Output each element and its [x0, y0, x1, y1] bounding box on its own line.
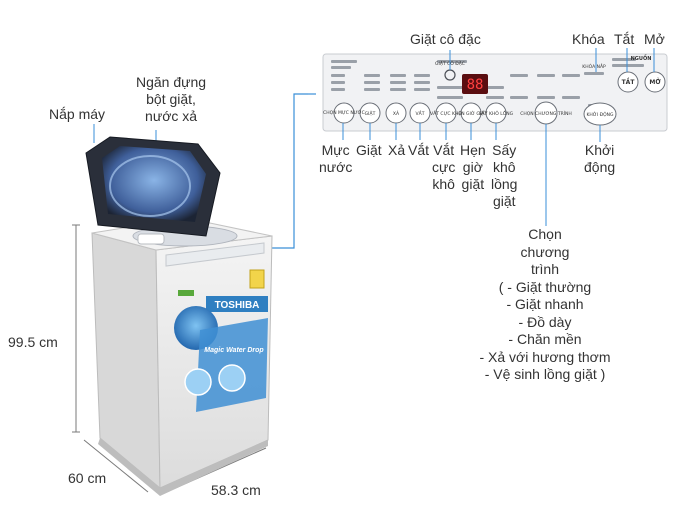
led-display [462, 74, 488, 94]
panel-connector [256, 93, 316, 249]
panel-text-off: TẮT [622, 78, 636, 86]
program-item: ( - Giặt thường [498, 278, 592, 295]
label-rinse: Xả [388, 142, 406, 158]
led-display-digits: 88 [467, 77, 484, 93]
label-dry-line4: giặt [492, 193, 516, 209]
label-extra-spin: Vắt cực khô [432, 142, 455, 193]
label-program-line3: trình [530, 261, 559, 277]
power-off-button[interactable] [617, 71, 639, 93]
panel-text-lock: KHÓA NẮP [582, 62, 606, 70]
water-level-button[interactable] [333, 102, 355, 124]
panel-text-rinse: XẢ [393, 109, 400, 117]
program-item: - Chăn mền [508, 331, 582, 347]
panel-text-spin: VẮT [416, 109, 425, 117]
panel-text-water: CHỌN MỰC NƯỚC [323, 109, 365, 116]
label-detergent-line3: nước xả [145, 108, 198, 124]
label-dry-line1: Sấy [492, 142, 517, 158]
program-item: - Vệ sinh lồng giặt ) [484, 366, 606, 382]
label-extra-line1: Vắt [433, 142, 455, 158]
magic-water-drop-badge: Magic Water Drop [204, 347, 264, 354]
brand-name: TOSHIBA [215, 300, 260, 311]
label-water-level: Mực nước [319, 142, 352, 176]
panel-text-wash: GIẶT [365, 110, 376, 117]
dimension-height: 99.5 cm [8, 334, 58, 350]
panel-text-power: NGUỒN [631, 53, 652, 62]
dimension-width: 58.3 cm [211, 482, 261, 498]
brand-plate [206, 296, 268, 312]
label-extra-line2: cực [432, 159, 456, 175]
label-timer-line2: giờ [462, 159, 483, 175]
label-timer: Hẹn giờ giặt [460, 142, 486, 193]
panel-text-extra: VẮT CỰC KHÔ [430, 109, 462, 117]
label-start-line1: Khởi [584, 142, 615, 158]
control-panel: 88 CHỌN MỰC NƯỚC GIẶT XẢ VẮT VẮT CỰC KHÔ… [322, 53, 668, 132]
label-program-line2: chương [520, 243, 570, 260]
dimension-depth: 60 cm [68, 470, 107, 486]
energy-label [178, 290, 194, 296]
washing-machine: TOSHIBA Magic Water Drop [85, 136, 273, 496]
label-detergent-line1: Ngăn đựng [136, 74, 207, 90]
label-lid: Nắp máy [49, 106, 106, 122]
label-timer-line1: Hẹn [460, 142, 486, 158]
panel-text-on: MỞ [649, 78, 661, 86]
label-water-line1: Mực [321, 142, 350, 158]
label-dry-line2: khô [492, 159, 516, 175]
power-on-button[interactable] [644, 71, 666, 93]
label-power-on: Mở [644, 31, 665, 47]
panel-text-timer: HẸN GIỜ GIẶT [455, 110, 487, 117]
program-item: - Đồ dày [518, 313, 572, 330]
label-detergent-line2: bột giặt, [146, 91, 196, 107]
label-wash: Giặt [356, 142, 382, 158]
label-concentrated-wash: Giặt cô đặc [410, 31, 481, 47]
label-spin: Vắt [408, 142, 430, 158]
label-extra-line3: khô [432, 176, 455, 192]
label-program-line1: Chọn [528, 226, 562, 242]
label-program-select: Chọn chương trình ( - Giặt thường - Giặt… [460, 226, 630, 384]
label-dry-line3: lồng [491, 176, 518, 192]
panel-text-start: KHỞI ĐỘNG [586, 110, 614, 118]
energy-star-tag [249, 269, 265, 289]
label-start-line2: động [584, 159, 616, 175]
program-item: - Xả với hương thơm [479, 348, 611, 365]
label-tub-dry: Sấy khô lồng giặt [491, 142, 517, 210]
label-lock: Khóa [572, 31, 605, 47]
label-start: Khởi động [584, 142, 615, 176]
program-item: - Giặt nhanh [506, 296, 584, 312]
label-power-off: Tắt [614, 31, 635, 47]
detergent-drawer [137, 233, 165, 245]
panel-text-dry: SẤY KHÔ LỒNG [479, 108, 514, 117]
label-timer-line3: giặt [461, 176, 485, 192]
panel-text-program: CHỌN CHƯƠNG TRÌNH [520, 110, 572, 117]
label-water-line2: nước [319, 159, 353, 175]
label-detergent-drawer: Ngăn đựng bột giặt, nước xả [136, 74, 206, 125]
